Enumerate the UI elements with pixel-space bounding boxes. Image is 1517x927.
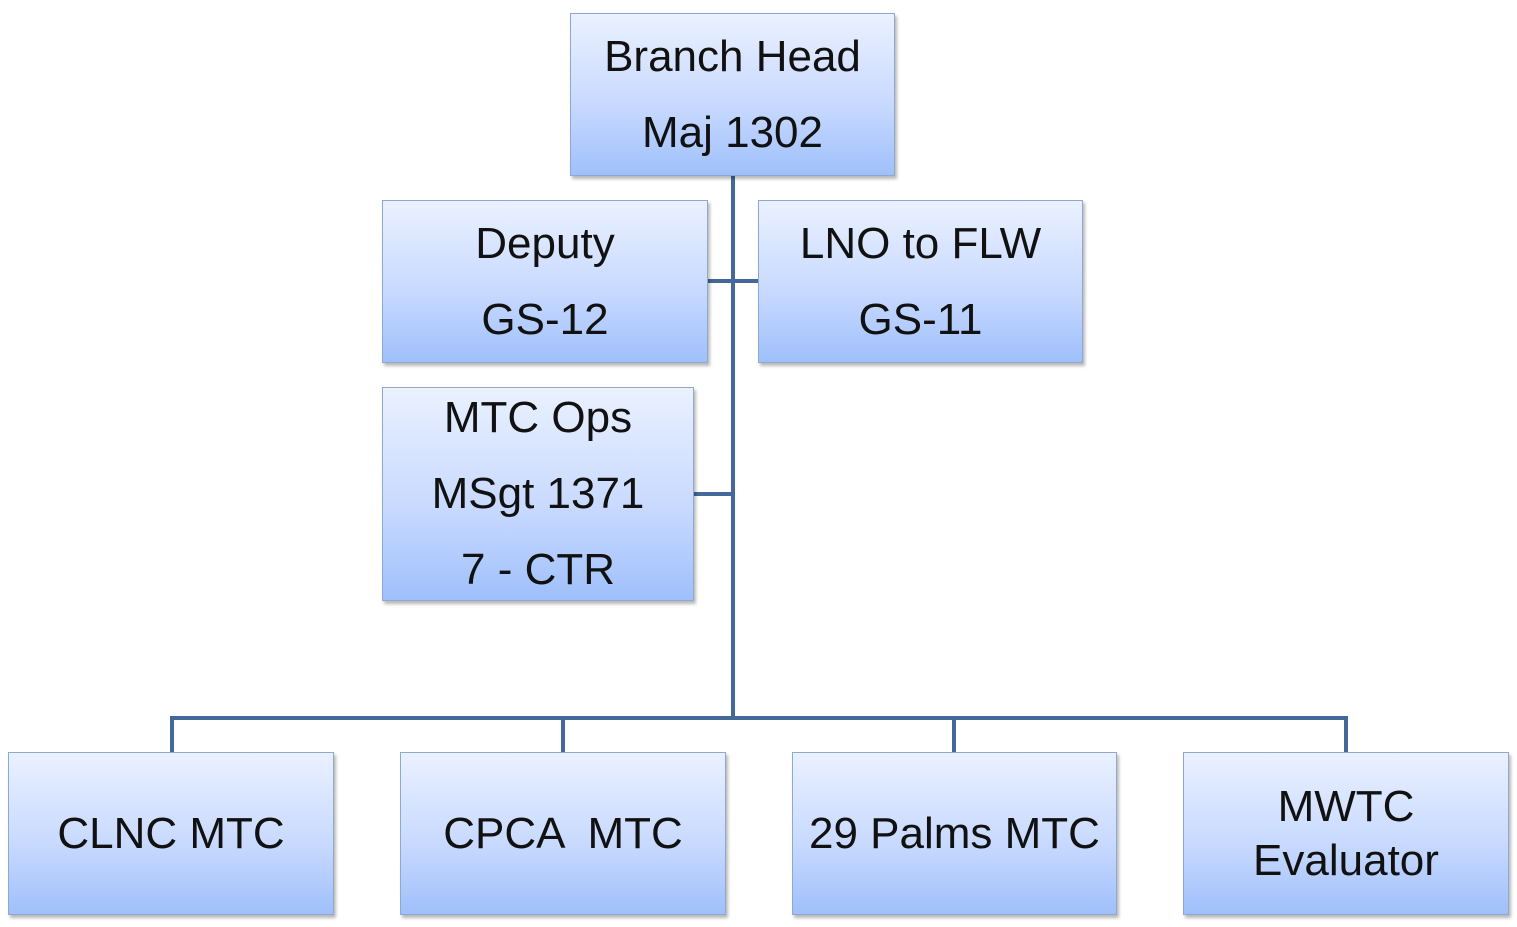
cpca-mtc-box: CPCA MTC	[400, 752, 726, 915]
deputy-grade: GS-12	[481, 294, 609, 344]
mtc-ops-title: MTC Ops	[443, 393, 633, 442]
deputy-title: Deputy	[475, 218, 615, 268]
branch-head-grade: Maj 1302	[641, 107, 823, 157]
clnc-mtc-title: CLNC MTC	[57, 808, 285, 858]
lno-box: LNO to FLW GS-11	[758, 200, 1083, 363]
mtc-ops-staff: 7 - CTR	[461, 545, 615, 594]
palms-mtc-box: 29 Palms MTC	[792, 752, 1117, 915]
clnc-mtc-box: CLNC MTC	[8, 752, 334, 915]
branch-head-box: Branch Head Maj 1302	[570, 13, 895, 176]
lno-grade: GS-11	[858, 294, 983, 344]
lno-title: LNO to FLW	[799, 218, 1042, 268]
mtc-ops-box: MTC Ops MSgt 1371 7 - CTR	[382, 387, 694, 601]
mwtc-line1: MWTC	[1277, 781, 1415, 831]
deputy-box: Deputy GS-12	[382, 200, 708, 363]
mwtc-evaluator-box: MWTC Evaluator	[1183, 752, 1509, 915]
cpca-mtc-title: CPCA MTC	[443, 808, 683, 858]
mtc-ops-grade: MSgt 1371	[431, 469, 645, 518]
mwtc-line2: Evaluator	[1253, 835, 1439, 885]
branch-head-title: Branch Head	[604, 31, 861, 81]
palms-mtc-title: 29 Palms MTC	[809, 808, 1100, 858]
